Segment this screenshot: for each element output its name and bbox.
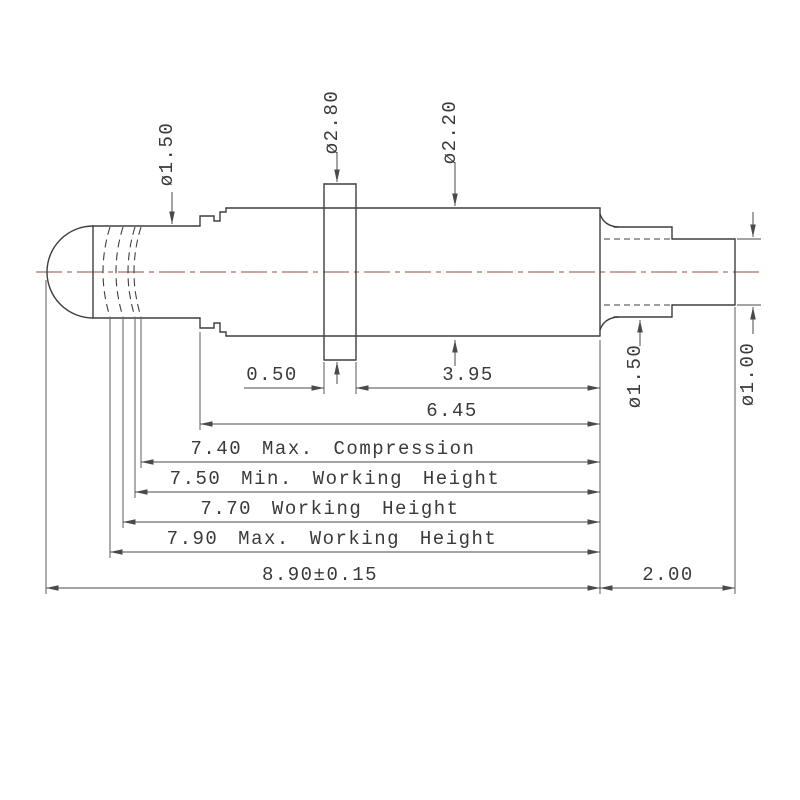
phantom-arc-working (115, 226, 124, 318)
dim-overall-length-label: 8.90±0.15 (262, 564, 378, 586)
length-dimensions: 0.50 3.95 6.45 7.40 Max. Compression 7.5… (45, 280, 736, 594)
dim-min-working-height-label: 7.50 Min. Working Height (170, 468, 501, 490)
tail-fillet-bottom (599, 316, 619, 331)
phantom-arc-min-working (127, 226, 136, 318)
phantom-arc-max-compression (133, 226, 142, 318)
dim-working-height-label: 7.70 Working Height (200, 498, 459, 520)
dim-plunger-diameter-label: ø1.50 (156, 122, 178, 187)
dim-tail-length-label: 2.00 (642, 564, 694, 586)
neck-steps-top (199, 207, 227, 227)
dim-flange-width-label: 0.50 (246, 364, 298, 386)
dim-tail-tip-diameter-label: ø1.00 (737, 342, 759, 407)
tail-fillet-top (599, 213, 619, 228)
dim-max-compression-label: 7.40 Max. Compression (191, 438, 476, 460)
tail-collar (613, 226, 673, 318)
flange (323, 183, 357, 361)
part-outline (46, 183, 736, 361)
tail-pin (671, 238, 736, 306)
dim-max-working-height-label: 7.90 Max. Working Height (167, 528, 498, 550)
phantom-arc-max-working (102, 226, 111, 318)
diameter-dimensions: ø1.50 ø2.80 ø2.20 ø1.50 ø1.00 (156, 90, 761, 409)
plunger-dome (46, 225, 94, 319)
compression-phantom-lines (102, 226, 142, 318)
dim-barrel-section-label: 6.45 (426, 400, 478, 422)
dim-flange-to-end-label: 3.95 (442, 364, 494, 386)
dim-barrel-diameter-label: ø2.20 (439, 100, 461, 165)
dim-flange-diameter-label: ø2.80 (321, 90, 343, 155)
neck-steps-bottom (199, 317, 227, 337)
dim-tail-collar-diameter-label: ø1.50 (624, 344, 646, 409)
